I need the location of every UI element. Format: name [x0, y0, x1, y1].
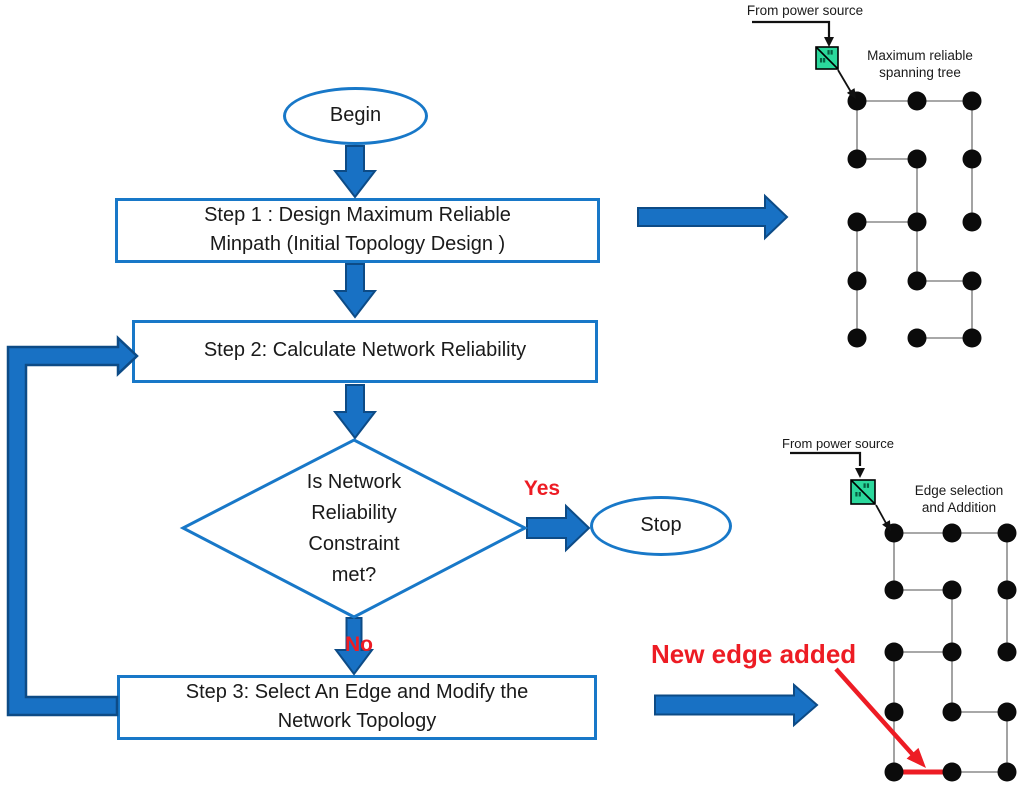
top-source-line — [752, 20, 831, 38]
bottom-transformer-icon-mark — [866, 483, 870, 488]
bottom-source-label: From power source — [782, 436, 894, 451]
bottom-network-node — [997, 702, 1017, 722]
bottom-network-node — [884, 762, 904, 782]
step3-label: Step 3: Select An Edge and Modify the Ne… — [185, 681, 529, 732]
top-transformer-icon-mark — [823, 58, 826, 63]
step3-process-box — [117, 675, 597, 740]
loopback-connector-arrow — [6, 335, 139, 717]
bottom-network-node — [997, 523, 1017, 543]
top-network-node — [847, 328, 867, 348]
top-transformer-icon-mark — [827, 50, 830, 55]
step2-process-box — [132, 320, 598, 383]
top-network-node — [847, 212, 867, 232]
bottom-feed-arrowhead — [882, 520, 891, 531]
bottom-source-arrowhead — [855, 468, 865, 478]
no-branch-label: No — [345, 633, 373, 656]
step2-label: Step 2: Calculate Network Reliability — [203, 339, 527, 361]
bottom-source-line — [790, 451, 862, 466]
arrow-step3-to-bottom-network — [654, 682, 819, 728]
yes-branch-label: Yes — [523, 477, 561, 500]
top-network-node — [907, 91, 927, 111]
bottom-transformer-icon — [850, 479, 876, 505]
bottom-network-node — [884, 580, 904, 600]
decision-label: Is Network Reliability Constraint met? — [306, 471, 402, 586]
bottom-network-node — [942, 642, 962, 662]
bottom-network-node — [997, 762, 1017, 782]
arrow-begin-to-step1 — [332, 145, 378, 199]
top-network-node — [847, 271, 867, 291]
bottom-feed-line — [875, 504, 888, 526]
top-transformer-icon-mark — [819, 58, 823, 63]
top-feed-line — [837, 69, 852, 93]
bottom-network-node — [997, 642, 1017, 662]
top-network-node — [847, 91, 867, 111]
top-transformer-icon-mark — [830, 50, 833, 55]
stop-label: Stop — [640, 514, 682, 536]
top-network-node — [962, 149, 982, 169]
bottom-network-node — [884, 523, 904, 543]
arrow-step1-to-step2 — [332, 263, 378, 319]
bottom-network-node — [942, 580, 962, 600]
bottom-network-node — [942, 762, 962, 782]
top-feed-arrowhead — [846, 88, 856, 99]
top-network-node — [847, 149, 867, 169]
arrow-step1-to-top-network — [637, 193, 789, 241]
bottom-network-node — [942, 523, 962, 543]
bottom-transformer-icon-mark — [855, 492, 858, 497]
new-edge-callout-line — [834, 667, 916, 758]
top-source-label: From power source — [746, 3, 864, 18]
bottom-caption: Edge selection and Addition — [914, 483, 1004, 515]
arrow-step2-to-decision — [332, 384, 378, 440]
bottom-transformer-icon-diagonal — [850, 479, 876, 505]
top-transformer-icon — [815, 46, 839, 70]
top-network-node — [907, 328, 927, 348]
top-network-node — [907, 149, 927, 169]
new-edge-callout-arrowhead — [906, 747, 926, 768]
step1-process-box — [115, 198, 600, 263]
top-network-node — [962, 271, 982, 291]
bottom-transformer-icon-mark — [858, 492, 861, 497]
top-source-arrowhead — [824, 37, 834, 47]
new-edge-annotation: New edge added — [651, 639, 857, 669]
begin-label: Begin — [329, 104, 382, 126]
bottom-network-node — [997, 580, 1017, 600]
top-network-node — [907, 271, 927, 291]
top-network-node — [962, 328, 982, 348]
bottom-network-node — [884, 642, 904, 662]
bottom-network-node — [884, 702, 904, 722]
stop-terminator — [590, 496, 732, 556]
step1-label: Step 1 : Design Maximum Reliable Minpath… — [204, 204, 511, 255]
top-transformer-icon-diagonal — [815, 46, 839, 70]
arrow-yes-to-stop — [526, 503, 591, 553]
bottom-network-node — [942, 702, 962, 722]
top-network-node — [907, 212, 927, 232]
begin-terminator — [283, 87, 428, 145]
bottom-transformer-icon-mark — [863, 483, 866, 488]
top-caption: Maximum reliable spanning tree — [867, 48, 973, 80]
top-network-node — [962, 91, 982, 111]
top-network-node — [962, 212, 982, 232]
